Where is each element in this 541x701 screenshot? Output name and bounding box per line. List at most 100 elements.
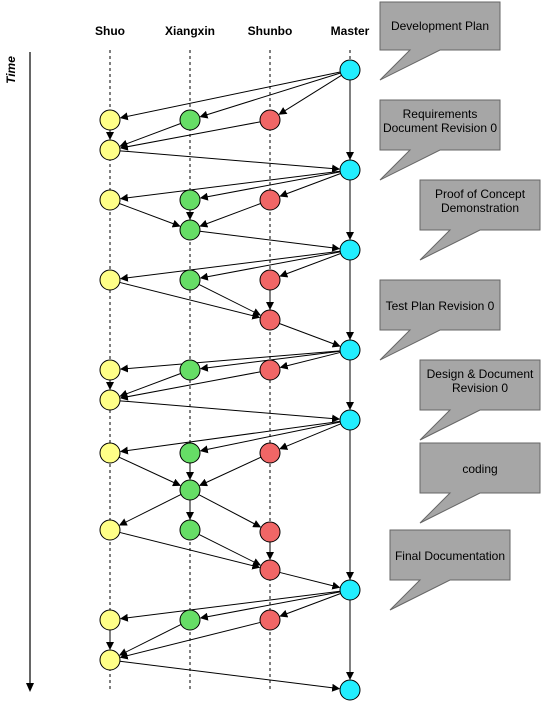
edge-m3-to-s4 [119, 250, 341, 282]
edge-x4-to-b4 [198, 284, 262, 316]
node-xiangxin-x1 [179, 109, 201, 131]
edge-m1-to-s1 [119, 71, 341, 121]
node-shunbo-b1 [259, 109, 281, 131]
node-shunbo-b5 [259, 359, 281, 381]
edge-m6-to-s9 [119, 590, 341, 622]
edge-m4-to-s5 [119, 350, 341, 373]
edge-x7-to-b7 [198, 494, 262, 528]
edge-m5-to-s7 [119, 420, 341, 455]
callout-text-line: Development Plan [391, 19, 489, 33]
node-shunbo-b7 [259, 521, 281, 543]
callout-text-line: coding [462, 462, 497, 476]
callout-final-documentation: Final Documentation [389, 529, 511, 611]
node-master-m3 [339, 239, 361, 261]
edge-m3-to-b3 [279, 253, 341, 278]
edge-m5-to-x6 [199, 421, 341, 454]
node-shunbo-b4 [259, 309, 281, 331]
callout-text-line: Proof of Concept [435, 187, 526, 201]
nodes-layer [99, 59, 361, 701]
edge-s2-to-m2 [119, 150, 341, 173]
node-xiangxin-x2 [179, 189, 201, 211]
edge-x5-to-s6 [119, 373, 181, 398]
node-shuo-s1 [99, 109, 121, 131]
node-xiangxin-x7 [179, 479, 201, 501]
edge-s4-to-b4 [119, 281, 261, 320]
edges-layer [106, 71, 354, 692]
edge-x8-to-b8 [198, 534, 262, 566]
edge-m1-to-x1 [199, 72, 341, 119]
time-label: Time [4, 56, 18, 84]
edge-m2-to-s3 [119, 170, 341, 202]
node-xiangxin-x6 [179, 442, 201, 464]
edge-b6-to-x7 [199, 456, 262, 487]
callout-coding: coding [419, 442, 541, 524]
edge-s8-to-b8 [119, 531, 261, 570]
node-shunbo-b6 [259, 442, 281, 464]
edge-x1-to-s2 [119, 123, 181, 148]
node-xiangxin-x9 [179, 609, 201, 631]
lane-header-shuo: Shuo [95, 24, 125, 38]
callout-text-line: Final Documentation [395, 549, 505, 563]
node-shuo-s8 [99, 519, 121, 541]
edge-m1-to-b1 [278, 74, 342, 115]
edge-m4-to-b5 [279, 351, 341, 370]
node-xiangxin-x4 [179, 269, 201, 291]
edge-m6-to-x9 [199, 591, 341, 621]
edge-x7-to-s8 [118, 494, 182, 526]
edge-b5-to-s6 [119, 371, 261, 401]
node-master-m5 [339, 409, 361, 431]
svg-text:Final Documentation: Final Documentation [395, 549, 505, 563]
node-shuo-s7 [99, 442, 121, 464]
node-master-m7 [339, 679, 361, 701]
edge-m5-to-b6 [279, 423, 341, 450]
time-axis-arrowhead [26, 683, 34, 692]
node-shunbo-b2 [259, 189, 281, 211]
edge-x9-to-s10 [118, 624, 182, 656]
callout-text-line: Document Revision 0 [383, 121, 497, 135]
svg-text:Test Plan Revision 0: Test Plan Revision 0 [386, 299, 495, 313]
node-shuo-s6 [99, 389, 121, 411]
node-xiangxin-x3 [179, 219, 201, 241]
edge-m2-to-x2 [199, 171, 341, 201]
callout-development-plan: Development Plan [379, 1, 501, 81]
callout-text-line: Revision 0 [452, 381, 508, 395]
node-shunbo-b8 [259, 559, 281, 581]
node-xiangxin-x8 [179, 519, 201, 541]
edge-s7-to-x7 [118, 456, 181, 487]
lane-header-master: Master [331, 24, 370, 38]
callout-text-line: Design & Document [427, 367, 534, 381]
node-master-m4 [339, 339, 361, 361]
lane-header-shunbo: Shunbo [248, 24, 293, 38]
callout-test-plan-revision-0: Test Plan Revision 0 [379, 279, 501, 361]
edge-b4-to-m4 [279, 323, 341, 348]
node-shunbo-b9 [259, 609, 281, 631]
node-shuo-s2 [99, 139, 121, 161]
node-xiangxin-x5 [179, 359, 201, 381]
node-shuo-s4 [99, 269, 121, 291]
node-shuo-s9 [99, 609, 121, 631]
node-master-m1 [339, 59, 361, 81]
edge-b1-to-s2 [119, 121, 261, 151]
edge-m6-to-b9 [279, 593, 341, 618]
callout-text-line: Requirements [403, 107, 478, 121]
node-master-m2 [339, 159, 361, 181]
svg-text:Development Plan: Development Plan [391, 19, 489, 33]
callout-text-line: Test Plan Revision 0 [386, 299, 495, 313]
node-master-m6 [339, 579, 361, 601]
callout-text-line: Demonstration [441, 201, 519, 215]
node-shunbo-b3 [259, 269, 281, 291]
edge-s3-to-x3 [119, 203, 181, 228]
edge-b8-to-m6 [279, 571, 341, 590]
edge-m2-to-b2 [279, 173, 341, 198]
node-shuo-s3 [99, 189, 121, 211]
edge-b9-to-s10 [119, 621, 261, 660]
edge-s10-to-m7 [119, 660, 341, 692]
edge-b2-to-x3 [199, 203, 261, 228]
